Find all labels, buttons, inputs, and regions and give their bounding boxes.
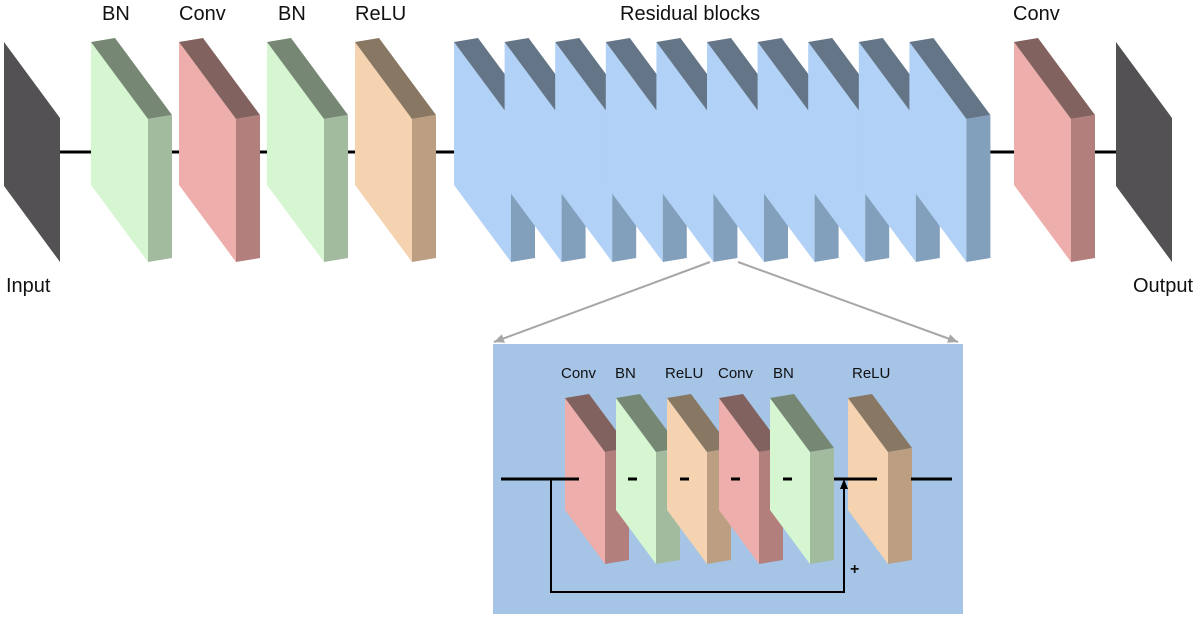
layer-label-relu-1: ReLU bbox=[355, 3, 406, 25]
input-label: Input bbox=[6, 275, 51, 297]
main-layer-bn-3-top-face bbox=[267, 38, 348, 119]
residual-block-9-front-face bbox=[858, 42, 916, 262]
skip-add-symbol: + bbox=[850, 561, 859, 578]
main-layer-conv-final-top-face bbox=[1014, 38, 1095, 119]
skip-connection-arrowhead bbox=[840, 479, 848, 489]
main-layer-bn-1 bbox=[91, 38, 172, 262]
residual-block-10-front-face bbox=[909, 42, 967, 262]
detail-layer-conv-1-front-face bbox=[565, 398, 605, 564]
residual-block-1-front-face bbox=[454, 42, 511, 262]
zoom-line-right bbox=[737, 261, 959, 343]
residual-block-7-front-face bbox=[757, 42, 815, 262]
residual-block-8-front-face bbox=[808, 42, 866, 262]
zoom-callout-lines bbox=[493, 261, 959, 343]
detail-label-relu-1: ReLU bbox=[665, 365, 703, 382]
residual-block-10 bbox=[909, 38, 991, 262]
main-layer-conv-2-top-face bbox=[179, 38, 260, 119]
detail-layer-conv-1-top-face bbox=[565, 394, 629, 452]
detail-layer-bn-5-top-face bbox=[770, 394, 834, 452]
detail-layer-bn-5-side-face bbox=[810, 448, 834, 564]
detail-layer-conv-4-top-face bbox=[719, 394, 783, 452]
output-plane bbox=[1116, 42, 1172, 262]
zoom-line-right-arrowhead bbox=[947, 334, 958, 343]
main-layer-bn-1-front-face bbox=[91, 42, 148, 262]
detail-layer-bn-2-front-face bbox=[616, 398, 656, 564]
residual-block-6-front-face bbox=[707, 42, 764, 262]
zoom-line-left bbox=[493, 261, 711, 343]
detail-connectors bbox=[501, 477, 952, 593]
input-plane bbox=[4, 42, 60, 262]
main-layer-bn-1-side-face bbox=[148, 115, 172, 262]
layer-label-bn-1: BN bbox=[102, 3, 130, 25]
detail-label-conv-2: Conv bbox=[718, 365, 754, 382]
detail-label-relu-2: ReLU bbox=[852, 365, 890, 382]
layer-label-conv-1: Conv bbox=[179, 3, 226, 25]
output-label: Output bbox=[1133, 275, 1193, 297]
detail-layer-relu-6-side-face bbox=[888, 448, 912, 564]
detail-layer-bn-5-front-face bbox=[770, 398, 810, 564]
residual-block-10-top-face bbox=[909, 38, 991, 119]
residual-block-10-side-face bbox=[966, 115, 991, 262]
residual-block-5-front-face bbox=[656, 42, 714, 262]
main-layer-conv-final-front-face bbox=[1014, 42, 1071, 262]
layer-label-bn-2: BN bbox=[278, 3, 306, 25]
main-layer-conv-final bbox=[1014, 38, 1095, 262]
main-layer-bn-1-top-face bbox=[91, 38, 172, 119]
layer-label-conv-final: Conv bbox=[1013, 3, 1060, 25]
detail-label-bn-1: BN bbox=[615, 365, 636, 382]
residual-block-2-front-face bbox=[504, 42, 562, 262]
main-layer-conv-2 bbox=[179, 38, 260, 262]
main-layer-conv-final-side-face bbox=[1071, 115, 1095, 262]
layer-blocks bbox=[4, 38, 1172, 564]
detail-layer-relu-6 bbox=[848, 394, 912, 564]
main-layer-relu-4-front-face bbox=[355, 42, 412, 262]
residual-block-3-front-face bbox=[555, 42, 613, 262]
residual-blocks-label: Residual blocks bbox=[620, 3, 760, 25]
main-layer-relu-4-top-face bbox=[355, 38, 436, 119]
detail-layer-relu-3-front-face bbox=[667, 398, 707, 564]
residual-block-4-front-face bbox=[605, 42, 663, 262]
detail-layer-conv-4-front-face bbox=[719, 398, 759, 564]
detail-layer-relu-6-front-face bbox=[848, 398, 888, 564]
main-layer-conv-2-side-face bbox=[236, 115, 260, 262]
main-layer-relu-4-side-face bbox=[412, 115, 436, 262]
main-layer-bn-3 bbox=[267, 38, 348, 262]
main-layer-relu-4 bbox=[355, 38, 436, 262]
main-layer-bn-3-front-face bbox=[267, 42, 324, 262]
detail-layer-bn-2-top-face bbox=[616, 394, 680, 452]
detail-layer-relu-3-top-face bbox=[667, 394, 731, 452]
detail-layer-bn-5 bbox=[770, 394, 834, 564]
skip-connection-line bbox=[550, 479, 845, 593]
zoom-line-left-arrowhead bbox=[494, 334, 505, 343]
detail-layer-relu-6-top-face bbox=[848, 394, 912, 452]
main-layer-conv-2-front-face bbox=[179, 42, 236, 262]
detail-label-bn-2: BN bbox=[773, 365, 794, 382]
main-layer-bn-3-side-face bbox=[324, 115, 348, 262]
detail-label-conv-1: Conv bbox=[561, 365, 597, 382]
